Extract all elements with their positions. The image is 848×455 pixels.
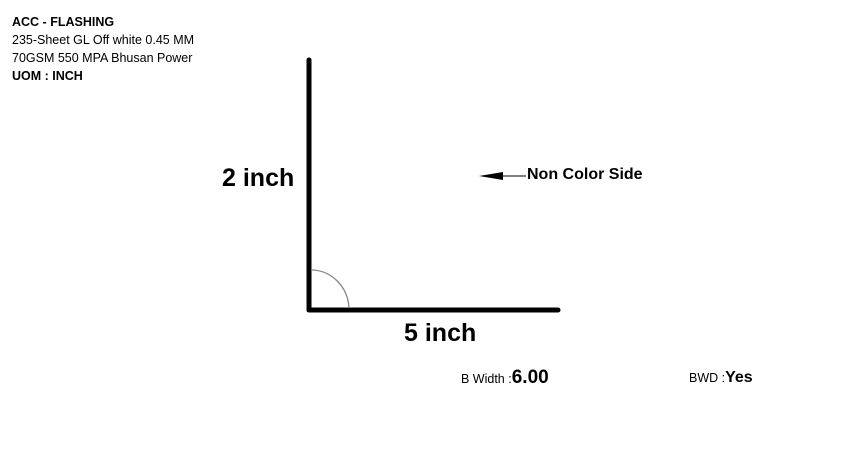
- product-info: ACC - FLASHING 235-Sheet GL Off white 0.…: [12, 13, 212, 85]
- non-color-side-label: Non Color Side: [527, 166, 643, 183]
- uom-label: UOM : INCH: [12, 69, 83, 83]
- product-title: ACC - FLASHING: [12, 15, 115, 29]
- arrow-left-icon: [479, 172, 503, 180]
- product-description: 235-Sheet GL Off white 0.45 MM 70GSM 550…: [12, 33, 195, 65]
- bwd-label: BWD :: [689, 371, 726, 385]
- b-width-label: B Width :: [461, 372, 512, 386]
- horizontal-dimension-label: 5 inch: [404, 319, 477, 347]
- b-width-value: 6.00: [511, 367, 549, 388]
- bwd-value: Yes: [725, 369, 753, 386]
- angle-arc: [310, 269, 350, 309]
- bwd: BWD :Yes: [689, 369, 753, 387]
- b-width: B Width :6.00: [461, 367, 549, 389]
- vertical-dimension-label: 2 inch: [222, 164, 295, 192]
